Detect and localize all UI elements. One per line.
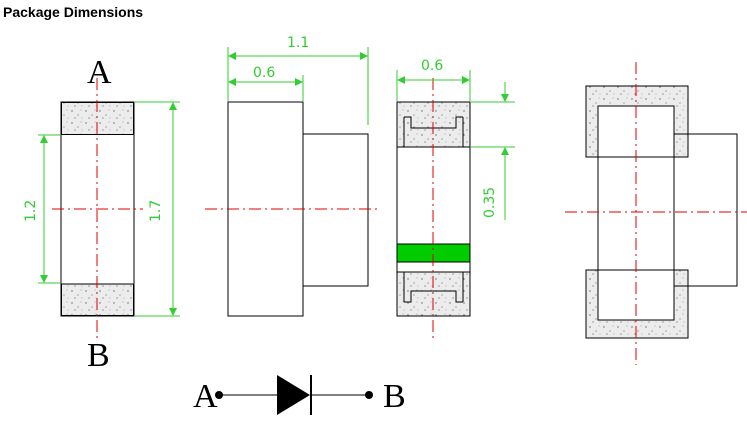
- page-title: Package Dimensions: [3, 4, 144, 20]
- dim-inner-length: 1.2: [23, 200, 39, 222]
- side-view: 1.1 0.6: [205, 35, 380, 317]
- symbol-node-b: [365, 391, 373, 399]
- dim-end-width: 0.6: [421, 58, 443, 74]
- terminal-b-label: B: [87, 337, 110, 374]
- footprint-lens-outline: [674, 133, 738, 287]
- side-view-lens: [302, 133, 369, 287]
- terminal-a-label: A: [87, 54, 112, 91]
- diode-triangle-icon: [277, 375, 310, 415]
- dim-pad-length: 0.35: [482, 187, 498, 218]
- top-view: 1.2 1.7 A B: [23, 54, 180, 374]
- dim-total-length: 1.7: [148, 200, 164, 222]
- bottom-view: 0.6 0.35: [396, 58, 515, 340]
- diode-symbol: A B: [193, 375, 406, 415]
- symbol-label-b: B: [383, 378, 406, 415]
- footprint-view: [565, 62, 747, 365]
- dim-total-width: 1.1: [287, 35, 309, 51]
- dim-body-width: 0.6: [253, 65, 275, 81]
- symbol-label-a: A: [193, 378, 218, 415]
